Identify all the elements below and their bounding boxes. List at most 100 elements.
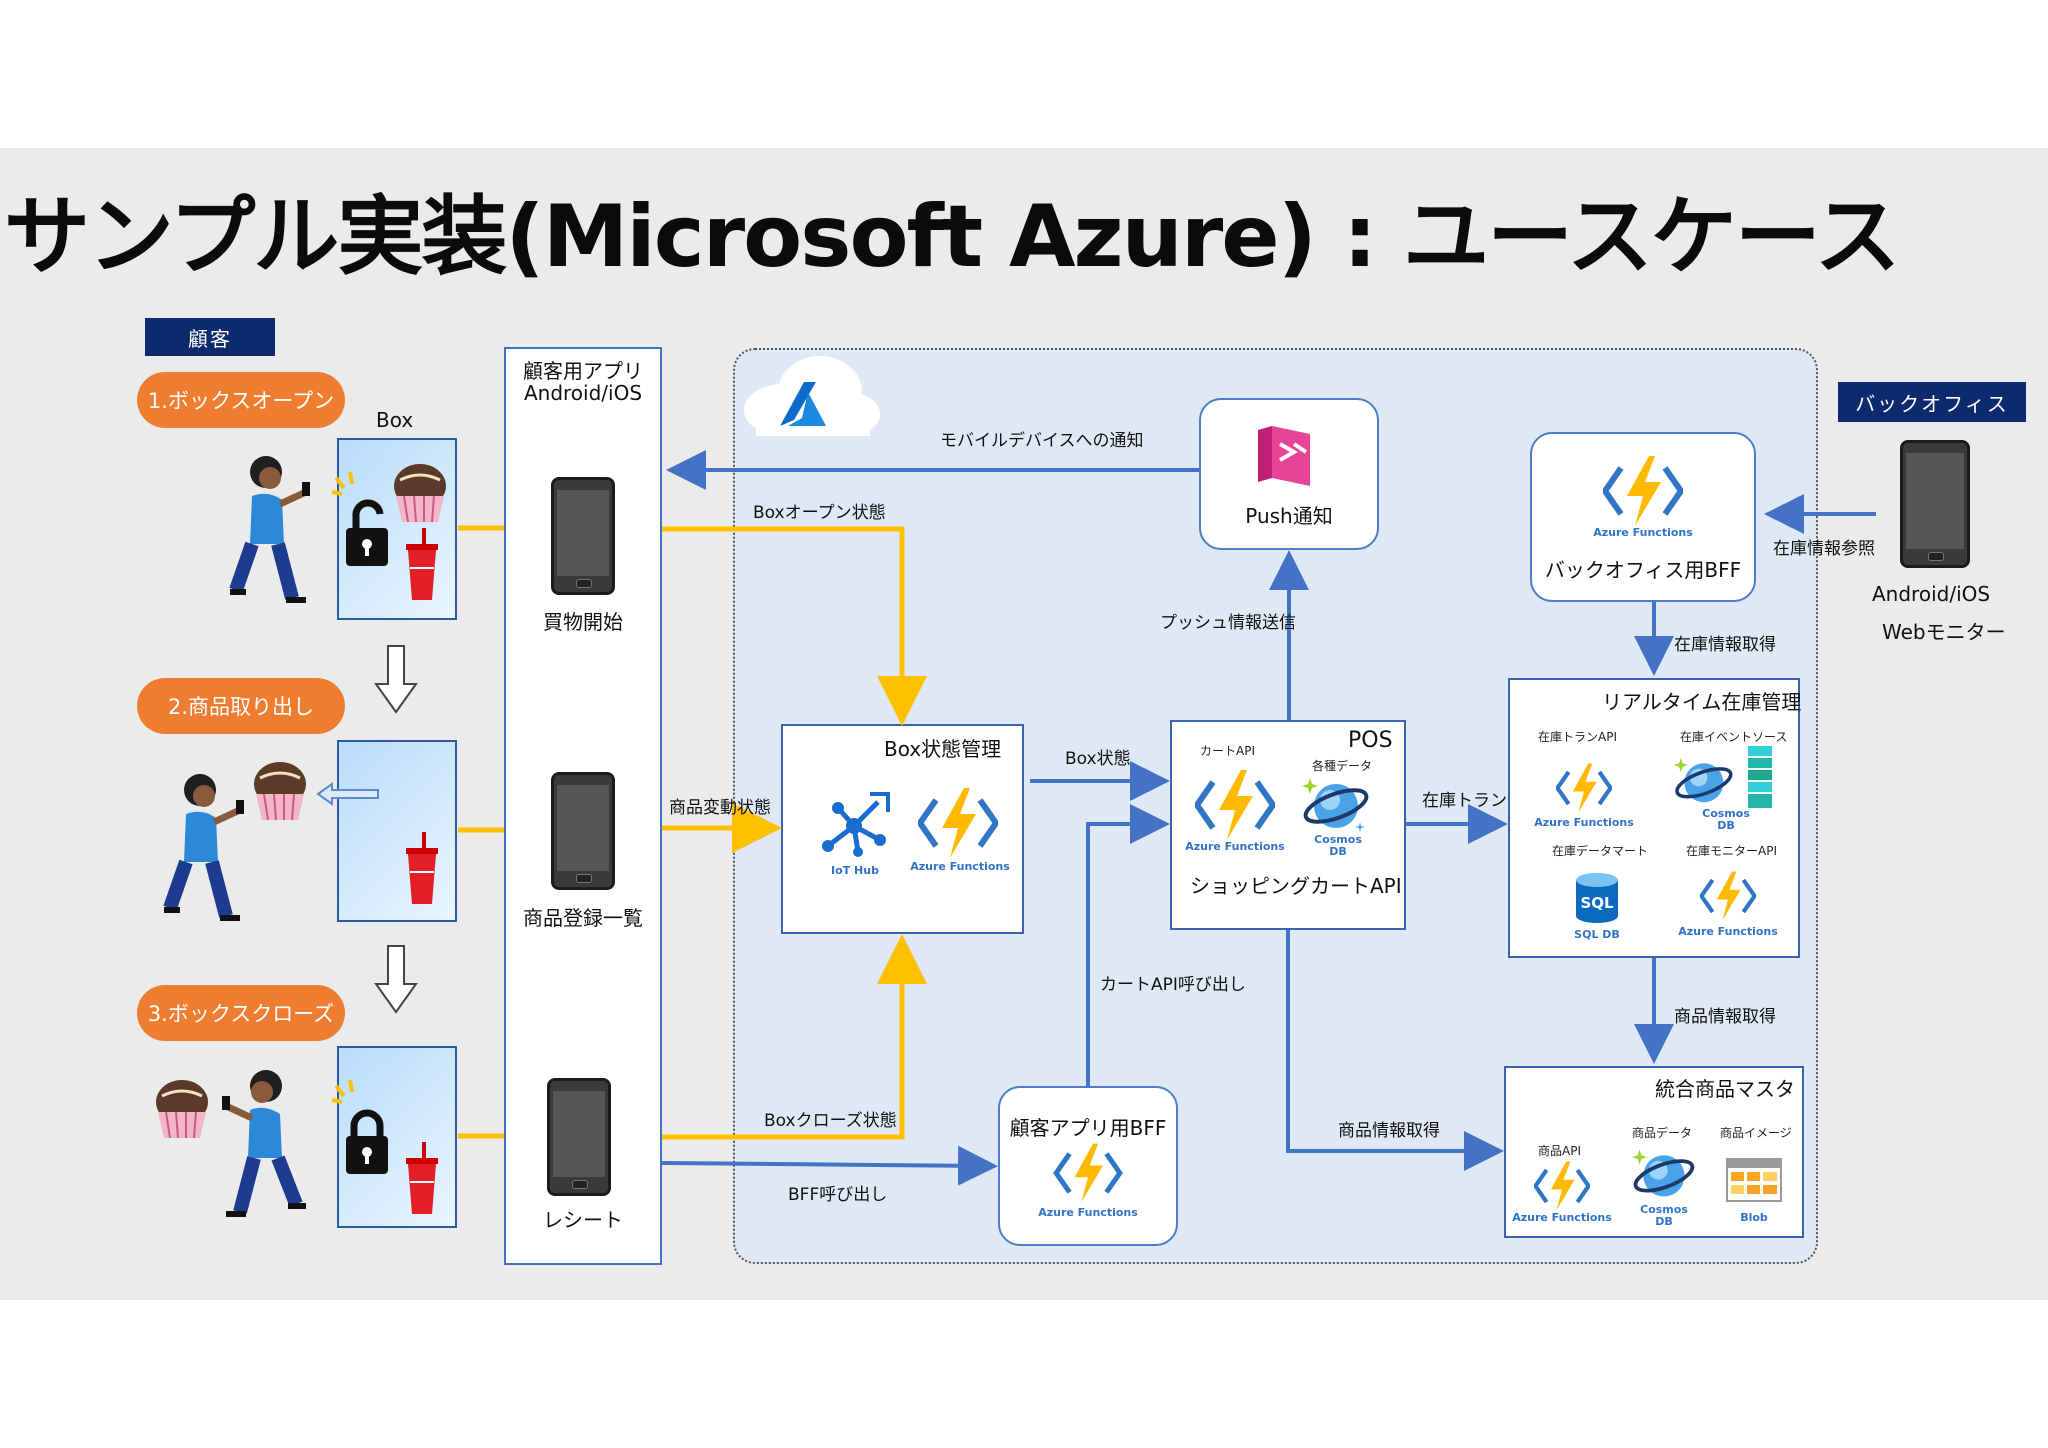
page-title: サンプル実装(Microsoft Azure) : ユースケース bbox=[4, 187, 1901, 287]
edge-label-product-get: 商品情報取得 bbox=[1674, 1007, 1776, 1027]
azure-functions-label: Azure Functions bbox=[910, 860, 1010, 873]
edge-label-push-send: プッシュ情報送信 bbox=[1160, 613, 1296, 633]
inventory-node bbox=[1508, 678, 1800, 958]
phone-icon bbox=[547, 1078, 611, 1196]
azure-functions-label: Azure Functions bbox=[1185, 840, 1285, 853]
azure-functions-label: Azure Functions bbox=[1678, 925, 1778, 938]
azure-functions-icon bbox=[1053, 1143, 1123, 1203]
product-image-label: 商品イメージ bbox=[1720, 1126, 1792, 1140]
customer-app-platform: Android/iOS bbox=[523, 381, 643, 405]
edge-label-product-get-pos: 商品情報取得 bbox=[1338, 1121, 1440, 1141]
azure-functions-icon bbox=[918, 788, 998, 858]
person-icon bbox=[222, 1070, 306, 1217]
backoffice-device-icon bbox=[1900, 440, 1970, 568]
box-state-title: Box状態管理 bbox=[884, 737, 1002, 761]
iot-hub-icon bbox=[822, 792, 890, 857]
box-label: Box bbox=[376, 408, 414, 432]
alert-rays-icon bbox=[331, 1079, 354, 1104]
backoffice-bff-title: バックオフィス用BFF bbox=[1544, 558, 1742, 582]
push-notification-node bbox=[1199, 398, 1379, 550]
edge-label-inventory-get: 在庫情報取得 bbox=[1674, 635, 1776, 655]
pos-title: POS bbox=[1348, 728, 1393, 753]
inventory-monitor-api-label: 在庫モニターAPI bbox=[1686, 844, 1777, 858]
push-notification-label: Push通知 bbox=[1245, 504, 1333, 528]
cupcake-icon bbox=[254, 762, 306, 821]
cosmos-db-label: Cosmos DB bbox=[1702, 807, 1750, 832]
backoffice-bff-node bbox=[1530, 432, 1756, 602]
drink-cup-icon bbox=[406, 528, 438, 600]
box-fridge-close bbox=[337, 1046, 457, 1228]
step-pill-take: 2.商品取り出し bbox=[137, 678, 345, 734]
phone-label-receipt: レシート bbox=[543, 1208, 623, 1232]
azure-functions-label: Azure Functions bbox=[1534, 816, 1634, 829]
cosmos-db-label: Cosmos DB bbox=[1640, 1203, 1688, 1228]
cosmos-db-label: Cosmos DB bbox=[1314, 833, 1362, 858]
blob-label: Blob bbox=[1740, 1211, 1768, 1224]
unlock-icon bbox=[346, 499, 388, 566]
step-pill-open: 1.ボックスオープン bbox=[137, 372, 345, 428]
product-api-label: 商品API bbox=[1538, 1144, 1581, 1158]
shopping-cart-api-caption: ショッピングカートAPI bbox=[1190, 874, 1402, 898]
phone-icon bbox=[551, 772, 615, 890]
inventory-title: リアルタイム在庫管理 bbox=[1602, 690, 1802, 714]
down-arrow-icon bbox=[374, 645, 418, 714]
cosmos-db-icon bbox=[1632, 1149, 1695, 1197]
drink-cup-icon bbox=[406, 1142, 438, 1214]
backoffice-device-line1: Android/iOS bbox=[1872, 582, 1991, 606]
azure-functions-icon bbox=[1195, 770, 1275, 840]
event-source-stack-icon bbox=[1748, 746, 1772, 808]
phone-label-list: 商品登録一覧 bbox=[523, 906, 643, 930]
lock-icon bbox=[346, 1109, 388, 1174]
box-state-node bbox=[781, 724, 1024, 934]
azure-functions-label: Azure Functions bbox=[1593, 526, 1693, 539]
take-out-arrow-icon bbox=[316, 782, 379, 806]
cupcake-icon bbox=[394, 464, 446, 523]
azure-functions-label: Azure Functions bbox=[1512, 1211, 1612, 1224]
product-master-title: 統合商品マスタ bbox=[1655, 1077, 1795, 1101]
edge-label-box-state: Box状態 bbox=[1065, 749, 1131, 769]
edge-label-box-close: Boxクローズ状態 bbox=[764, 1111, 897, 1131]
edge-label-box-open: Boxオープン状態 bbox=[753, 503, 886, 523]
cosmos-db-icon bbox=[1673, 757, 1733, 803]
azure-cloud-logo-icon bbox=[744, 356, 880, 436]
alert-rays-icon bbox=[331, 471, 354, 496]
cart-api-label: カートAPI bbox=[1200, 744, 1255, 758]
various-data-label: 各種データ bbox=[1312, 759, 1373, 773]
backoffice-device-line2: Webモニター bbox=[1882, 620, 2006, 644]
inventory-data-mart-label: 在庫データマート bbox=[1552, 844, 1649, 858]
drink-cup-icon bbox=[406, 832, 438, 904]
edge-label-inventory-ref: 在庫情報参照 bbox=[1773, 539, 1875, 559]
customer-app-title: 顧客用アプリ bbox=[523, 359, 643, 383]
sql-db-label: SQL DB bbox=[1574, 928, 1620, 941]
svg-text:SQL: SQL bbox=[1580, 894, 1614, 912]
customer-bff-title: 顧客アプリ用BFF bbox=[1009, 1116, 1167, 1140]
product-data-label: 商品データ bbox=[1632, 1126, 1693, 1140]
cosmos-db-icon bbox=[1302, 778, 1369, 832]
edge-label-product-change: 商品変動状態 bbox=[669, 798, 771, 818]
sql-db-icon: SQL bbox=[1576, 873, 1618, 923]
step-pill-close: 3.ボックスクローズ bbox=[137, 985, 345, 1041]
edge-label-mobile-notify: モバイルデバイスへの通知 bbox=[940, 431, 1144, 451]
edge-label-inventory-tran: 在庫トラン bbox=[1422, 791, 1507, 811]
edge-label-bff-call: BFF呼び出し bbox=[788, 1185, 888, 1205]
backoffice-tag: バックオフィス bbox=[1838, 382, 2026, 422]
azure-functions-icon bbox=[1700, 871, 1756, 921]
phone-icon bbox=[551, 477, 615, 595]
box-fridge-take bbox=[337, 740, 457, 922]
customer-tag: 顧客 bbox=[145, 318, 275, 356]
edge-label-cart-call: カートAPI呼び出し bbox=[1100, 975, 1246, 995]
iot-hub-label: IoT Hub bbox=[831, 864, 879, 877]
person-icon bbox=[163, 774, 244, 921]
notification-hub-icon bbox=[1258, 426, 1310, 486]
product-master-node bbox=[1504, 1066, 1804, 1238]
azure-functions-label: Azure Functions bbox=[1038, 1206, 1138, 1219]
blob-storage-icon bbox=[1726, 1158, 1782, 1202]
person-icon bbox=[229, 456, 310, 603]
inventory-tran-api-label: 在庫トランAPI bbox=[1538, 730, 1617, 744]
down-arrow-icon bbox=[374, 945, 418, 1014]
azure-functions-icon bbox=[1534, 1161, 1590, 1211]
azure-functions-icon bbox=[1603, 456, 1683, 526]
inventory-event-source-label: 在庫イベントソース bbox=[1680, 730, 1788, 744]
azure-functions-icon bbox=[1556, 763, 1612, 813]
